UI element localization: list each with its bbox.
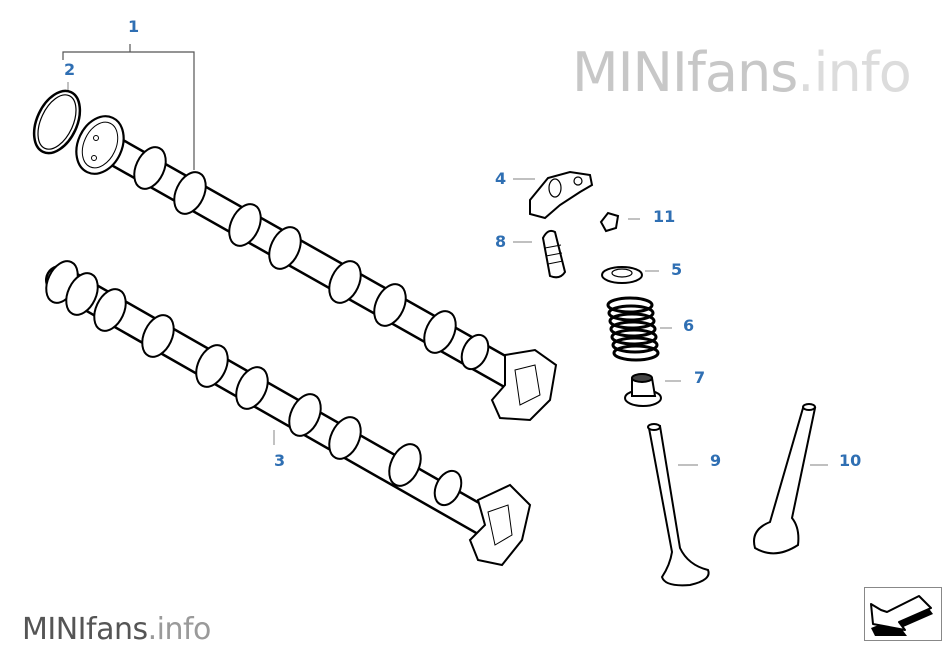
watermark-brand: MINIfans [22, 612, 148, 647]
part-2-sealing-ring[interactable] [25, 84, 89, 161]
part-9-intake-valve[interactable] [647, 423, 710, 587]
part-3-camshaft[interactable] [40, 256, 532, 567]
callout-3[interactable]: 3 [274, 451, 286, 470]
part-8-lash-adjuster[interactable] [541, 229, 567, 279]
part-11-valve-keeper[interactable] [599, 211, 620, 233]
callout-1[interactable]: 1 [128, 17, 140, 36]
callout-5[interactable]: 5 [671, 260, 683, 279]
callout-10[interactable]: 10 [839, 451, 862, 470]
callout-2[interactable]: 2 [64, 60, 76, 79]
part-4-rocker-arm[interactable] [529, 170, 594, 220]
watermark-bottom: MINIfans.info [22, 612, 211, 648]
part-1-camshaft[interactable] [67, 109, 558, 422]
leader-lines [67, 82, 828, 466]
bracket-1 [62, 44, 195, 170]
watermark-top: MINIfans.info [572, 41, 912, 104]
callout-4[interactable]: 4 [495, 169, 507, 188]
part-5-spring-retainer[interactable] [601, 266, 643, 284]
watermark-tld: .info [147, 612, 212, 647]
watermark-tld: .info [797, 41, 911, 104]
watermark-brand: MINIfans [572, 41, 798, 104]
callout-6[interactable]: 6 [683, 316, 695, 335]
callout-7[interactable]: 7 [694, 368, 706, 387]
back-arrow-icon [870, 595, 933, 636]
part-10-exhaust-valve[interactable] [753, 403, 817, 555]
back-button[interactable] [864, 587, 942, 641]
callout-9[interactable]: 9 [710, 451, 722, 470]
part-6-valve-spring[interactable] [606, 296, 660, 362]
part-7-stem-seal[interactable] [624, 373, 662, 407]
callout-8[interactable]: 8 [495, 232, 507, 251]
callout-11[interactable]: 11 [653, 207, 676, 226]
